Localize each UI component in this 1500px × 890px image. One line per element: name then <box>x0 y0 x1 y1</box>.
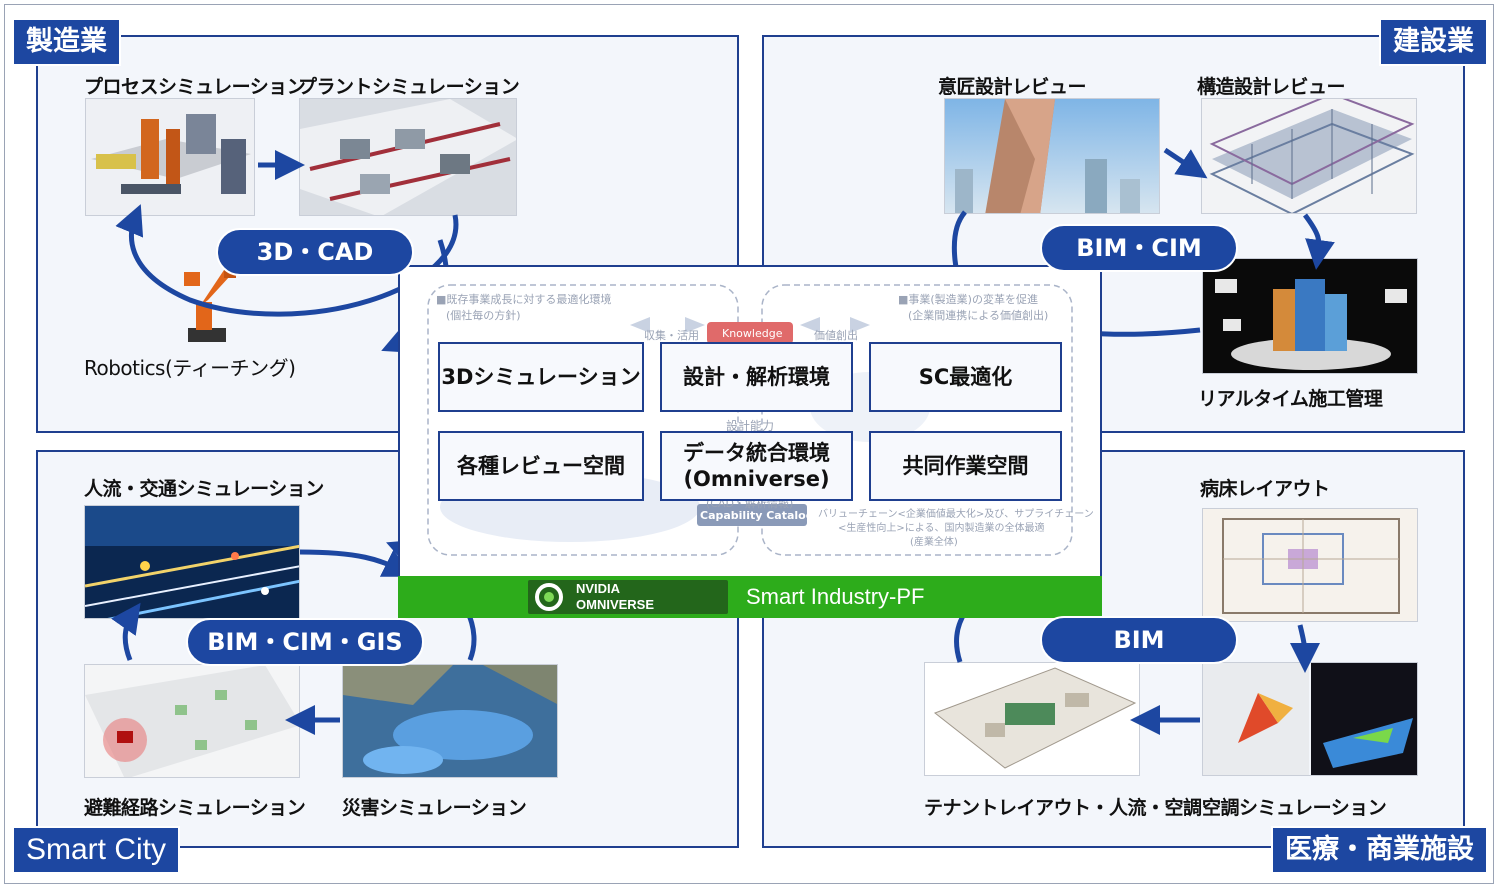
construction-tag: 建設業 <box>1379 18 1488 66</box>
disaster-sim-label: 災害シミュレーション <box>342 797 527 819</box>
structure-review-image <box>1201 98 1417 214</box>
evacuation-sim-label: 避難経路シミュレーション <box>84 797 306 819</box>
collab-text: 共同作業空間 <box>902 453 1029 478</box>
background-right-title: ■事業(製造業)の変革を促進 <box>898 293 1038 306</box>
robotics-label: Robotics(ティーチング) <box>84 356 296 380</box>
review-box[interactable]: 各種レビュー空間 <box>438 431 644 501</box>
design-env-box[interactable]: 設計・解析環境 <box>660 342 853 412</box>
medical-tag: 医療・商業施設 <box>1271 826 1488 874</box>
sc-text: SC最適化 <box>918 364 1013 389</box>
process-sim-image <box>85 98 255 216</box>
data-env-box[interactable]: データ統合環境 (Omniverse) <box>660 431 853 501</box>
aircon-sim-label: 空調シミュレーション <box>1202 797 1387 819</box>
capability-catalog-label: Capability Catalog <box>700 509 814 522</box>
background-right-sub: (企業間連携による価値創出) <box>908 309 1049 322</box>
smartcity-tag: Smart City <box>12 826 181 874</box>
structure-review-label: 構造設計レビュー <box>1197 76 1346 98</box>
manufacturing-tag: 製造業 <box>12 18 121 66</box>
platform-panel: ■既存事業成長に対する最適化環境 (個社毎の方針) ■事業(製造業)の変革を促進… <box>398 265 1102 618</box>
data-env-text-line2: (Omniverse) <box>683 467 830 491</box>
value-chain-line3: (産業全体) <box>910 537 958 548</box>
process-sim-label: プロセスシミュレーション <box>84 76 306 98</box>
ward-layout-label: 病床レイアウト <box>1200 478 1330 500</box>
design-env-text: 設計・解析環境 <box>683 364 830 389</box>
medical-pill: BIM <box>1040 616 1238 664</box>
manufacturing-pill: 3D・CAD <box>216 228 414 276</box>
tenant-layout-label: テナントレイアウト・人流・空調 <box>924 797 1202 819</box>
sim3d-text: 3Dシミュレーション <box>441 364 641 389</box>
smart-industry-bar: NVIDIA OMNIVERSE Smart Industry-PF <box>398 576 1102 618</box>
value-chain-line1: バリューチェーン<企業価値最大化>及び、サプライチェーン <box>818 509 1094 520</box>
nvidia-text: NVIDIA <box>576 581 621 596</box>
diagram-frame <box>4 4 1494 884</box>
sim3d-box[interactable]: 3Dシミュレーション <box>438 342 644 412</box>
disaster-sim-image <box>342 664 558 778</box>
design-review-image <box>944 98 1160 214</box>
nvidia-omniverse-logo: NVIDIA OMNIVERSE <box>528 580 728 614</box>
knowledge-label: Knowledge <box>722 327 783 340</box>
smartcity-pill: BIM・CIM・GIS <box>186 618 424 666</box>
ward-layout-image <box>1202 508 1418 622</box>
traffic-sim-image <box>84 505 300 619</box>
evacuation-sim-image <box>84 664 300 778</box>
tenant-layout-image <box>924 662 1140 776</box>
traffic-sim-label: 人流・交通シミュレーション <box>84 478 324 500</box>
background-left-title: ■既存事業成長に対する最適化環境 <box>436 293 612 306</box>
plant-sim-image <box>299 98 517 216</box>
value-chain-line2: <生産性向上>による、国内製造業の全体最適 <box>838 523 1045 534</box>
omniverse-icon <box>535 583 563 611</box>
design-review-label: 意匠設計レビュー <box>938 76 1087 98</box>
omniverse-text: OMNIVERSE <box>576 597 655 612</box>
sc-box[interactable]: SC最適化 <box>869 342 1062 412</box>
review-text: 各種レビュー空間 <box>457 453 625 478</box>
data-env-text-line1: データ統合環境 <box>683 440 830 465</box>
platform-name: Smart Industry-PF <box>746 584 925 609</box>
plant-sim-label: プラントシミュレーション <box>298 76 520 98</box>
value-label: 価値創出 <box>814 329 858 342</box>
realtime-label: リアルタイム施工管理 <box>1198 388 1383 410</box>
collab-box[interactable]: 共同作業空間 <box>869 431 1062 501</box>
construction-pill: BIM・CIM <box>1040 224 1238 272</box>
collect-label: 収集・活用 <box>644 329 699 342</box>
aircon-sim-image <box>1202 662 1418 776</box>
background-left-sub: (個社毎の方針) <box>446 309 521 322</box>
design-capability-label: 設計能力 <box>726 419 775 433</box>
